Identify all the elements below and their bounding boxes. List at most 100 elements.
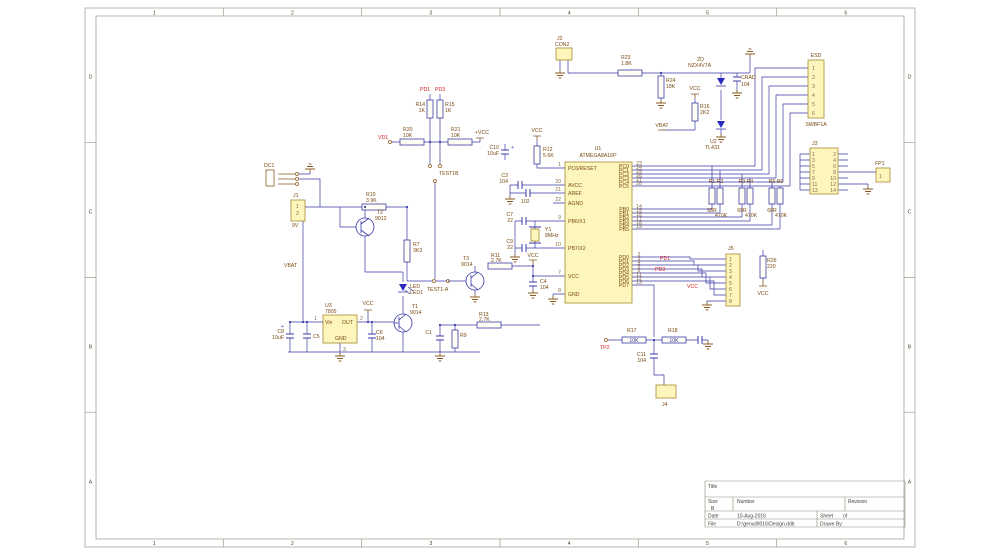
- u1-pb3-name: PB3: [619, 219, 629, 225]
- resistor-R9[interactable]: [451, 329, 459, 349]
- r13-value: 2.7K: [479, 317, 490, 323]
- regulator-U3[interactable]: [322, 314, 358, 344]
- r26-refdes: R26: [767, 258, 777, 264]
- u1-pc4-num: 27: [636, 177, 642, 183]
- pd1-net-top: PD1: [420, 87, 430, 93]
- j3-pin-11: 11: [812, 182, 817, 188]
- u1-pc2-num: 25: [636, 169, 642, 175]
- resistor-R23[interactable]: [617, 69, 643, 77]
- led-LED1[interactable]: [398, 284, 414, 295]
- vcc-net-c4: VCC: [528, 253, 539, 259]
- u1-pb2-name: PB2: [619, 215, 629, 221]
- zone-column-label: 6: [844, 11, 847, 17]
- y1-refdes: Y1: [545, 227, 551, 233]
- resistor-R10[interactable]: [361, 203, 387, 211]
- crystal-Y1[interactable]: [530, 228, 540, 242]
- zone-column-label: 3: [429, 11, 432, 17]
- resistor-R6[interactable]: [776, 187, 784, 205]
- connector-J2[interactable]: [555, 47, 573, 61]
- resistor-R4[interactable]: [746, 187, 754, 205]
- j5-pin-3: 3: [729, 269, 732, 275]
- j3-refdes: J3: [812, 141, 818, 147]
- u1-pin22-num: 22: [555, 197, 561, 203]
- t3-refdes: T3: [463, 256, 469, 262]
- r11-value: 2.7K: [491, 258, 502, 264]
- c10-value: 10uF: [487, 151, 499, 157]
- r10-value: 3.9K: [366, 198, 377, 204]
- j2-refdes: J2: [557, 36, 563, 42]
- j5-pin-1: 1: [729, 257, 732, 263]
- resistor-R13[interactable]: [476, 321, 502, 329]
- u3-pin-vin: Vin: [325, 320, 333, 326]
- u1-pc5-name: PC5: [619, 184, 629, 190]
- resistor-R11[interactable]: [487, 262, 513, 270]
- r6-value: 470K: [775, 213, 788, 219]
- zener-ZD[interactable]: [716, 78, 726, 87]
- u1-pd3-num: 5: [638, 264, 641, 270]
- wire-junctions: [288, 71, 663, 342]
- resistor-R7[interactable]: [403, 239, 411, 263]
- resistor-R24[interactable]: [657, 75, 665, 99]
- zone-row-label: D: [89, 75, 93, 81]
- test-point-pads[interactable]: [295, 140, 608, 342]
- shunt-ref-U2[interactable]: [716, 121, 726, 130]
- resistor-R12[interactable]: [533, 145, 541, 165]
- resistor-R3[interactable]: [738, 187, 746, 205]
- j3-pin-14: 14: [830, 188, 836, 194]
- transistor-T2[interactable]: [355, 217, 375, 237]
- r12-value: 5.6K: [543, 153, 554, 159]
- pd3-net-top: PD3: [435, 87, 445, 93]
- connector-ESD[interactable]: [807, 59, 825, 119]
- title-block: Title Size B Number Revision Date 10-Aug…: [704, 480, 906, 528]
- c10-plus: +: [511, 145, 514, 151]
- vbat-net-top: VBAT: [655, 123, 669, 129]
- u3-refdes: U3: [325, 303, 332, 309]
- r24-refdes: R24: [666, 78, 676, 84]
- esd-pin-1: 1: [812, 66, 815, 72]
- resistor-R1[interactable]: [708, 187, 716, 205]
- j2-type: CON2: [555, 42, 570, 48]
- esd-type: SWBF1A: [805, 122, 827, 128]
- u1-pin10-name: PB7/X2: [568, 246, 586, 252]
- u1-pin20-name: AVCC: [568, 183, 582, 189]
- transistor-T1[interactable]: [393, 313, 413, 333]
- u1-pb0-name: PB0: [619, 207, 629, 213]
- u1-pd2-name: PD2: [619, 263, 629, 269]
- resistor-R21[interactable]: [447, 138, 473, 146]
- resistor-R15[interactable]: [436, 99, 444, 119]
- titleblock-drawnby-label: Drawn By:: [820, 522, 843, 528]
- u1-pd0-num: 2: [638, 252, 641, 258]
- zone-column-label: 2: [291, 541, 294, 547]
- zone-column-label: 5: [706, 11, 709, 17]
- r21-value: 10K: [451, 133, 461, 139]
- resistor-R5[interactable]: [768, 187, 776, 205]
- resistor-R17[interactable]: [621, 336, 647, 344]
- connector-J5[interactable]: [725, 253, 741, 307]
- zone-column-label: 6: [844, 541, 847, 547]
- connector-J1[interactable]: [290, 199, 306, 222]
- resistor-R2[interactable]: [716, 187, 724, 205]
- titleblock-of-label: of: [843, 514, 848, 520]
- t2-type: 9012: [375, 216, 387, 222]
- j1-pin-1: 1: [296, 204, 299, 210]
- resistor-R20[interactable]: [399, 138, 425, 146]
- r12-refdes: R12: [543, 147, 553, 153]
- dc-jack-body[interactable]: [265, 169, 275, 187]
- resistor-R18[interactable]: [661, 336, 687, 344]
- resistor-R14[interactable]: [426, 99, 434, 119]
- connector-J4[interactable]: [655, 384, 677, 399]
- resistor-R26[interactable]: [759, 255, 767, 279]
- u1-pb4-name: PB4: [619, 223, 629, 229]
- mcu-U1[interactable]: [564, 161, 633, 304]
- t2-refdes: T2: [377, 210, 383, 216]
- resistor-R16[interactable]: [691, 102, 699, 122]
- r7-refdes: R7: [413, 242, 420, 248]
- titleblock-file-value: D:\genuil9016\Design.ddb: [737, 522, 795, 528]
- titleblock-date-label: Date: [708, 514, 719, 520]
- u2-refdes: U2: [710, 139, 717, 145]
- connector-J3[interactable]: [809, 147, 839, 195]
- dc1-refdes: DC1: [264, 163, 274, 169]
- transistor-T3[interactable]: [465, 271, 485, 291]
- connector-FP1[interactable]: [875, 167, 891, 183]
